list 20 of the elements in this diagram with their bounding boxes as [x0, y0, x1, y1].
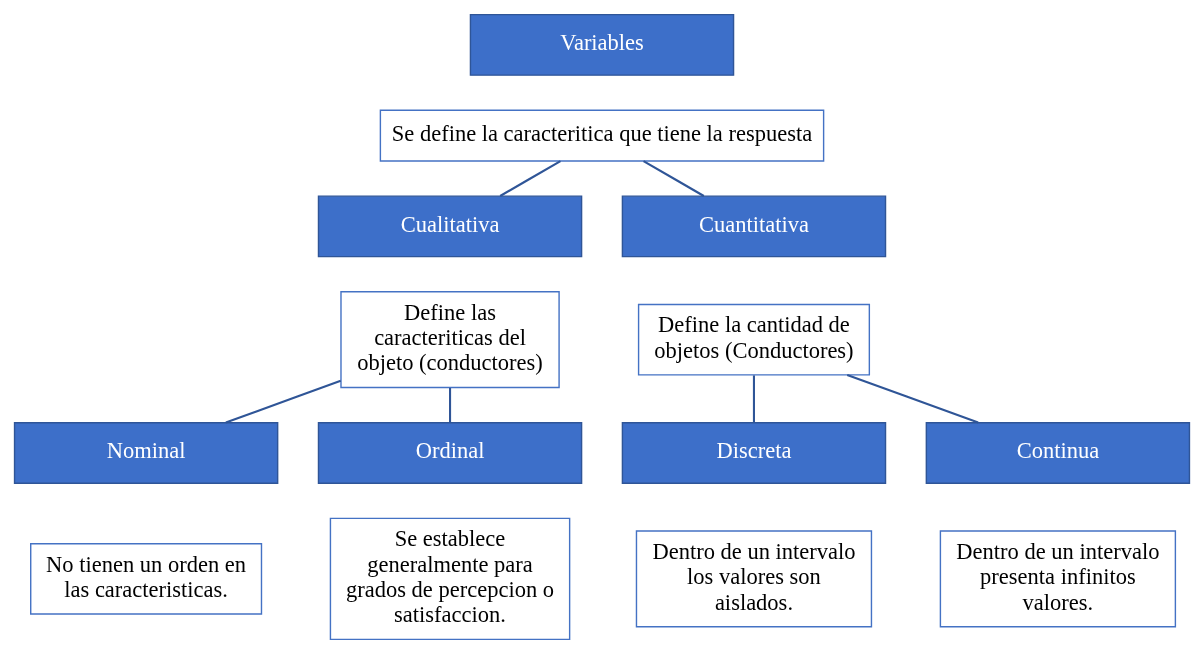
- node-box: Se establece generalmente para grados de percepcion o satisfaccion.: [329, 517, 571, 641]
- node-box: Dentro de un intervalo los valores son aislados.: [635, 530, 873, 628]
- node-box: Nominal: [13, 421, 279, 484]
- node-box: Dentro de un intervalo presenta infinitos valores.: [939, 530, 1177, 628]
- connector: [752, 375, 755, 423]
- node-box: Define las caracteriticas del objeto (conductores): [340, 291, 560, 389]
- node-box: Cuantitativa: [621, 195, 887, 258]
- node-box: Discreta: [621, 421, 887, 484]
- node-box: Ordinal: [317, 421, 583, 484]
- connector: [499, 160, 561, 197]
- connector: [225, 379, 342, 424]
- connector: [449, 387, 452, 423]
- node-box: Continua: [925, 421, 1191, 484]
- node-box: No tienen un orden en las caracteristicas.: [30, 543, 263, 615]
- node-box: Define la cantidad de objetos (Conductores): [637, 303, 871, 376]
- node-box: Se define la caracteritica que tiene la respuesta: [379, 109, 825, 162]
- node-box: Cualitativa: [317, 195, 583, 258]
- connector: [643, 160, 705, 197]
- node-box: Variables: [469, 13, 735, 76]
- connector: [846, 373, 979, 424]
